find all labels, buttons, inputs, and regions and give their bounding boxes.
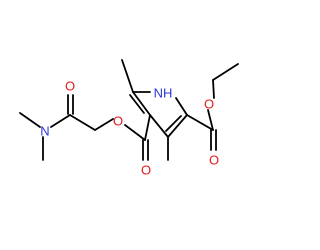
atom-labels: N O O O NH O O [40,79,219,178]
bond-ring-c5-c4-inner [165,115,182,132]
bond-lines [19,59,239,161]
bond-ch2-o [94,118,114,131]
bond-carbonyl-ch2 [69,114,96,131]
bond-ring-nh-c5 [175,97,188,116]
molecule-drawing: N O O O NH O O [19,59,239,178]
bond-ester-c-ring [144,114,151,141]
bond-ring-c3-c2 [132,91,151,116]
bond-methyl-c2 [121,59,134,93]
bond-o-ester-c [124,124,146,141]
bond-c5-ester-c [186,114,214,131]
bond-ester2-c-o [207,109,214,131]
bond-nme-upper [19,112,41,128]
bond-n-carbonyl [50,114,71,128]
atom-o-ester-left: O [113,114,123,129]
bond-ring-c4-c3 [149,114,169,138]
bond-ring-c5-c4 [167,114,188,138]
atom-nh-ring: NH [154,86,173,101]
atom-n-amide: N [40,124,49,139]
atom-o-ester-right: O [204,97,214,112]
bond-o-ethyl-ch2 [212,79,215,99]
bond-ring-c3-c2-inner [129,94,145,114]
bond-ethyl-ch2-ch3 [212,63,239,81]
structure-canvas: N O O O NH O O [19,59,239,178]
atom-o-carbonyl-left: O [141,163,151,178]
atom-o-amide: O [65,79,75,94]
atom-o-carbonyl-right: O [209,153,219,168]
